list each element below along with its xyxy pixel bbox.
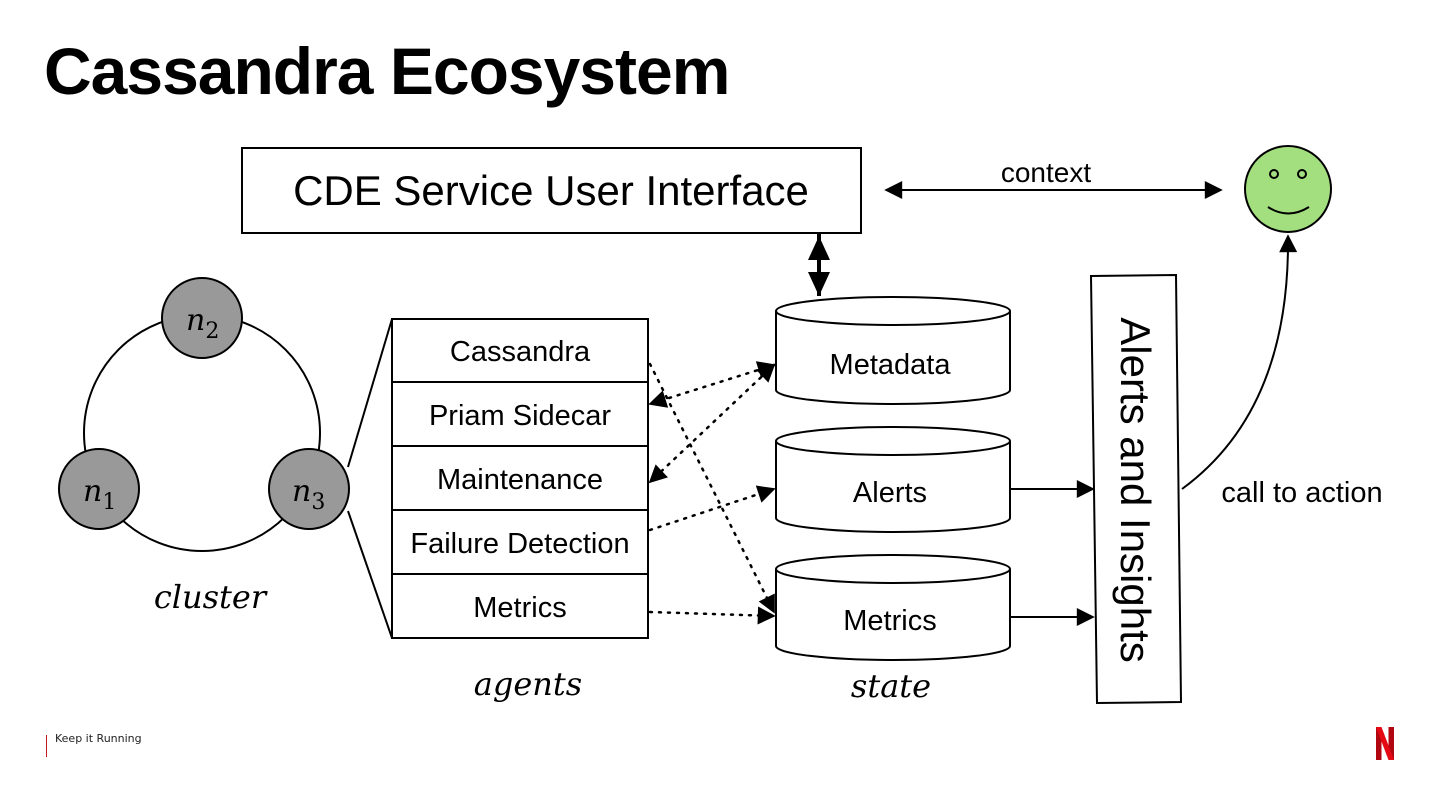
ui-box-label: CDE Service User Interface <box>293 167 809 214</box>
ui-metadata-arrow <box>808 234 830 296</box>
state-store-alerts: Alerts <box>775 426 1011 533</box>
netflix-logo-icon <box>1376 727 1394 760</box>
context-arrow: context <box>884 157 1223 199</box>
svg-text:n2: n2 <box>186 303 219 344</box>
insights-box: Alerts and Insights <box>1089 273 1183 705</box>
agent-failure-detection: Failure Detection <box>410 528 629 560</box>
agent-state-links <box>648 361 776 625</box>
link-metadata-priam <box>648 361 776 408</box>
slide-title: Cassandra Ecosystem <box>44 34 730 108</box>
call-to-action-arrow <box>1181 234 1298 490</box>
cluster-node-n1: n1 <box>58 448 140 530</box>
agent-maintenance: Maintenance <box>437 464 603 496</box>
context-label: context <box>1001 157 1091 188</box>
state-label: state <box>851 667 931 705</box>
agent-priam-sidecar: Priam Sidecar <box>429 400 611 432</box>
link-failure-alerts <box>648 485 776 532</box>
agent-cassandra: Cassandra <box>450 336 591 368</box>
svg-text:Metrics: Metrics <box>843 605 936 637</box>
ui-box: CDE Service User Interface <box>241 147 862 234</box>
cluster-label: cluster <box>154 578 268 616</box>
smiley-face-icon <box>1244 145 1332 233</box>
svg-text:n3: n3 <box>292 474 325 515</box>
zoom-line-top <box>347 318 393 468</box>
svg-text:Alerts: Alerts <box>853 477 927 509</box>
call-to-action-label: call to action <box>1221 477 1382 509</box>
footer-text: Keep it Running <box>55 732 142 745</box>
zoom-line-bottom <box>347 510 393 639</box>
insights-label: Alerts and Insights <box>1112 317 1159 663</box>
agent-metrics: Metrics <box>473 592 566 624</box>
state-store-metrics: Metrics <box>775 554 1011 661</box>
svg-text:n1: n1 <box>83 474 116 515</box>
agents-stack: Cassandra Priam Sidecar Maintenance Fail… <box>391 318 649 703</box>
agents-label: agents <box>474 665 582 703</box>
cluster-node-n2: n2 <box>161 277 243 359</box>
link-metadata-maintenance <box>648 363 776 484</box>
footer-accent-bar <box>46 735 47 757</box>
link-cassandra-metrics <box>648 362 776 614</box>
state-store-metadata: Metadata <box>775 296 1011 405</box>
cluster-node-n3: n3 <box>268 448 350 530</box>
svg-text:Metadata: Metadata <box>830 349 952 381</box>
cluster: n2 n1 n3 cluster <box>58 277 350 616</box>
link-metrics-metrics <box>648 606 776 625</box>
